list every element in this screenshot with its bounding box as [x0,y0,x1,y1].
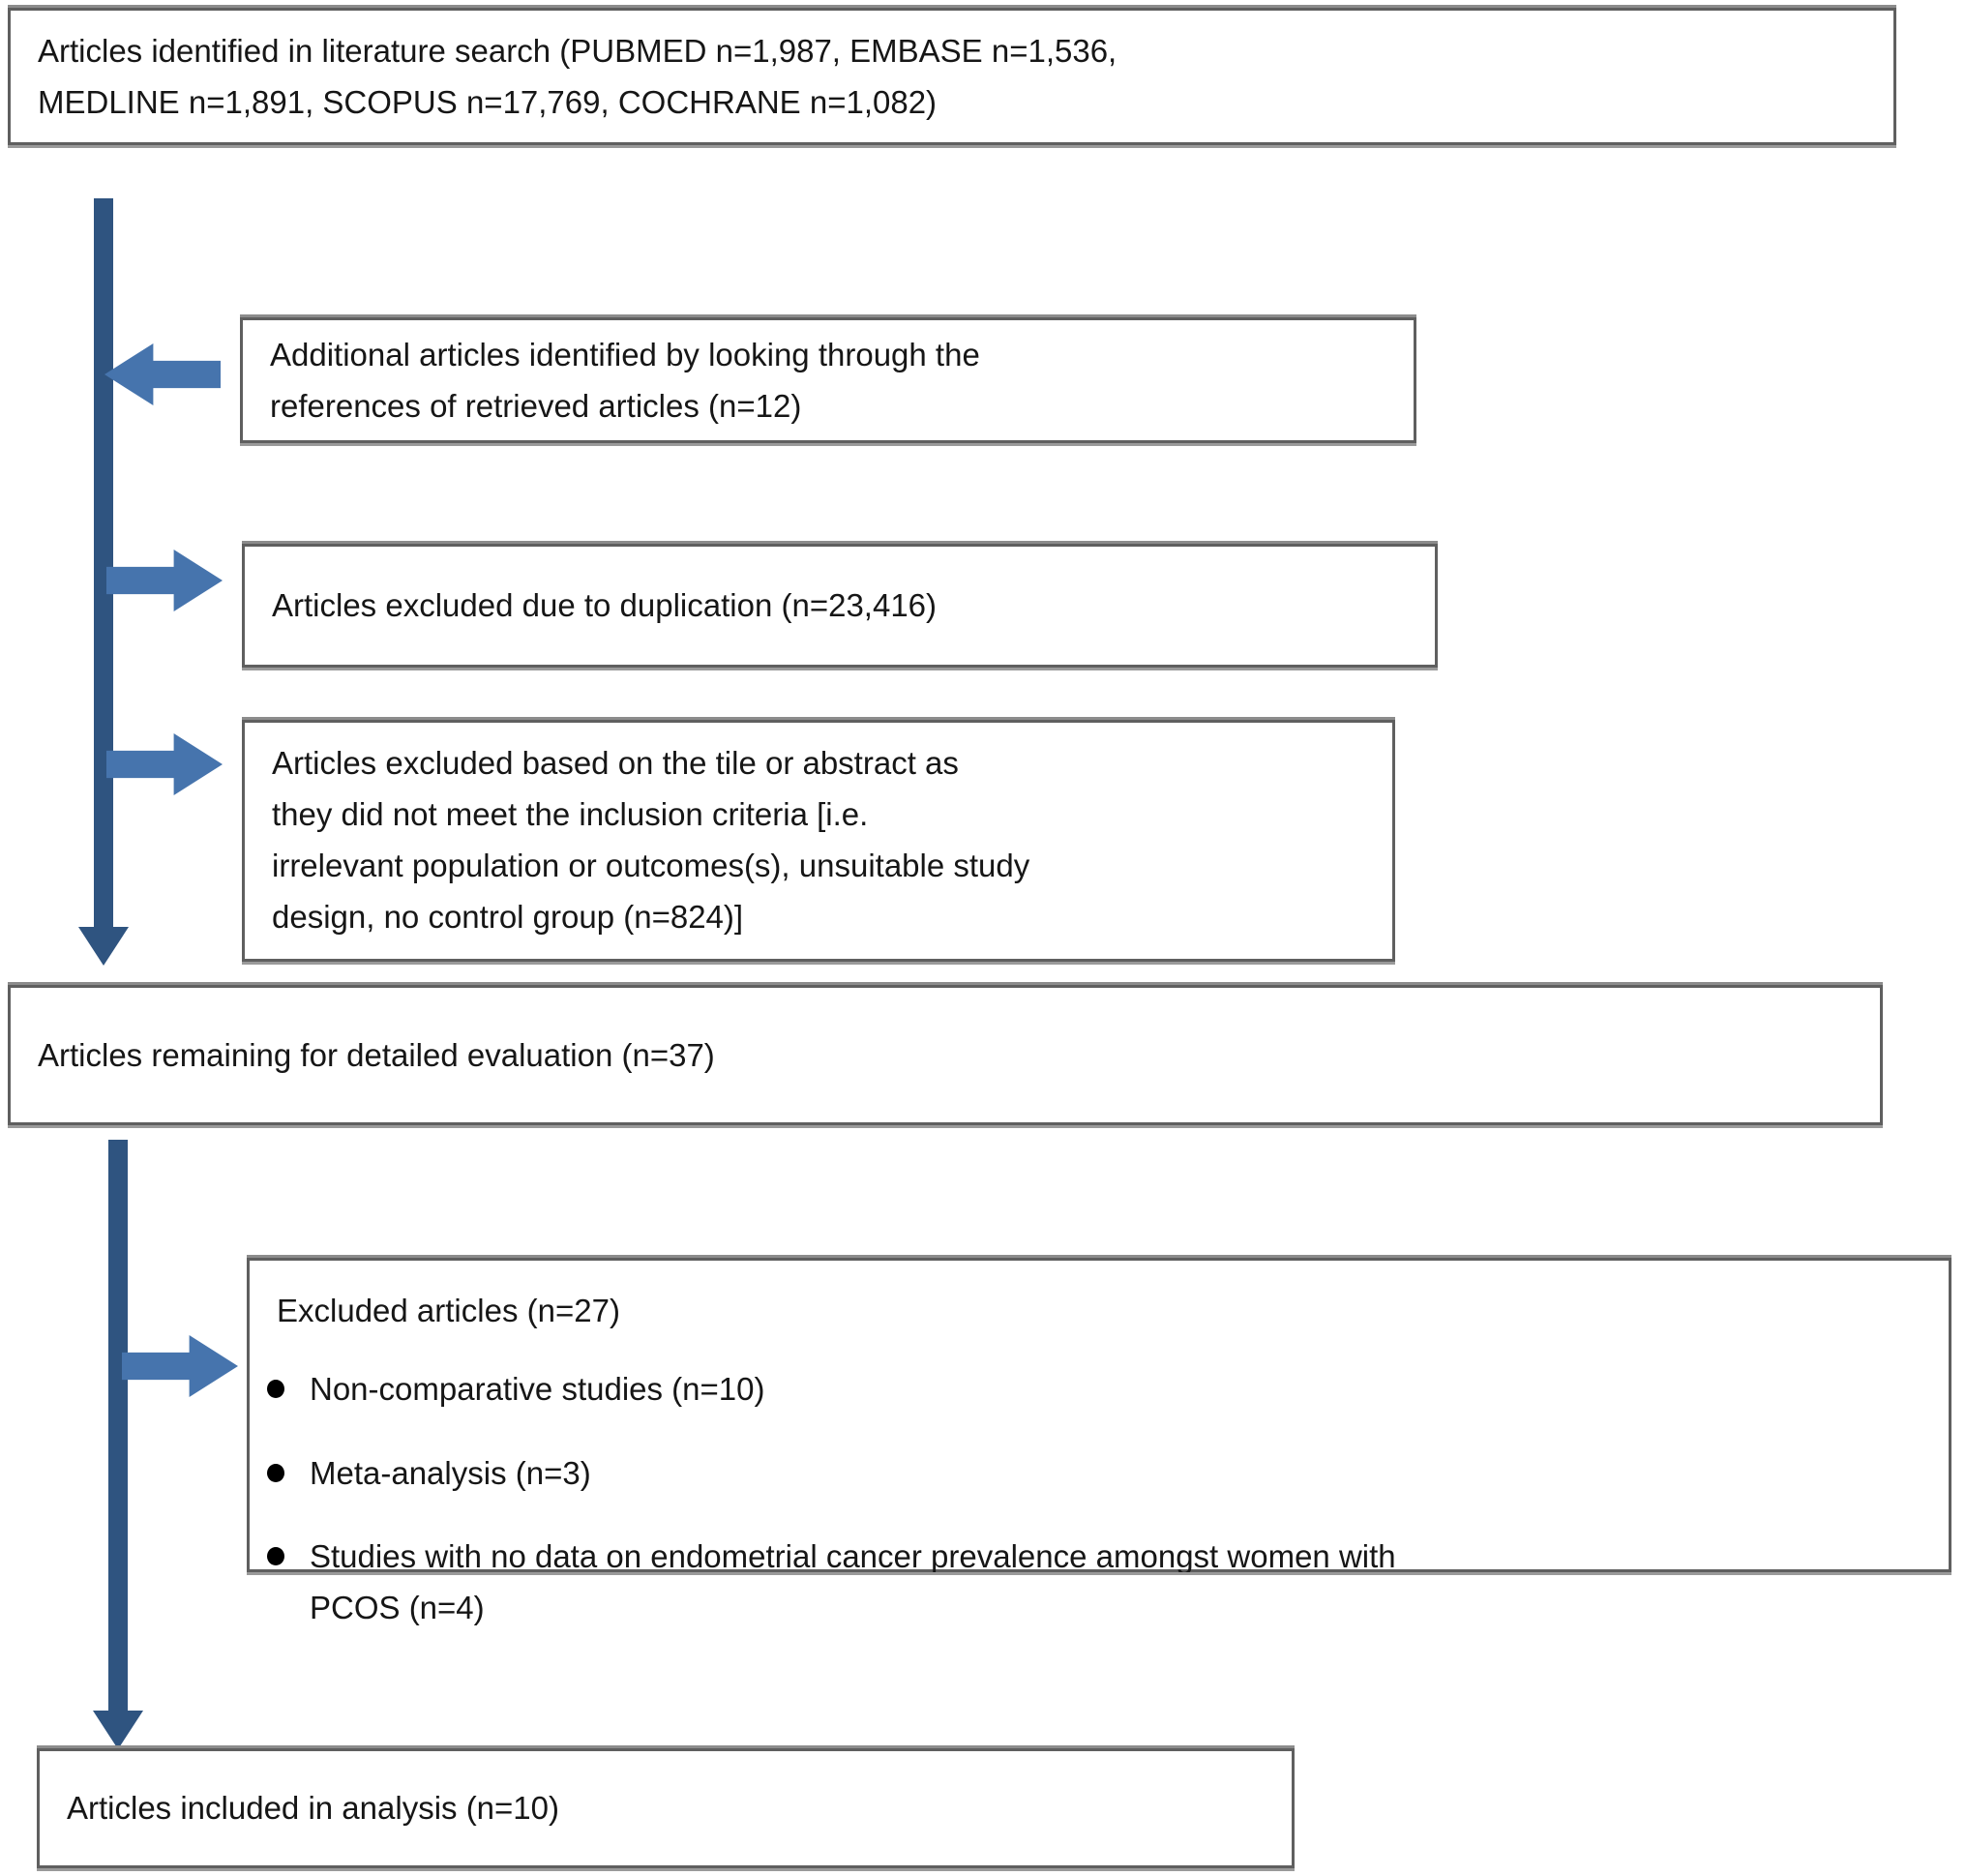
title-abstract-excluded-text: Articles excluded based on the tile or a… [272,745,1030,935]
main-flow-arrowhead-top [78,927,129,966]
duplicates-arrow [106,550,223,611]
list-item: Meta-analysis (n=3) [250,1448,1929,1500]
list-item-label: Non-comparative studies (n=10) [310,1370,765,1407]
list-item: Non-comparative studies (n=10) [250,1364,1929,1415]
additional-articles-box: Additional articles identified by lookin… [240,314,1416,446]
main-flow-line-bottom [108,1140,128,1730]
main-flow-arrowhead-bottom [93,1711,143,1749]
bullet-dot-icon [267,1379,284,1398]
excluded-articles-arrow [122,1335,238,1397]
additional-articles-text: Additional articles identified by lookin… [270,336,980,424]
bullet-dot-icon [267,1547,284,1566]
articles-remaining-text: Articles remaining for detailed evaluati… [38,1036,715,1073]
excluded-articles-box: Excluded articles (n=27) Non-comparative… [247,1255,1951,1625]
excluded-articles-list: Non-comparative studies (n=10) Meta-anal… [250,1364,1929,1634]
title-abstract-arrow [106,733,223,795]
articles-included-text: Articles included in analysis (n=10) [67,1790,560,1827]
title-abstract-excluded-box: Articles excluded based on the tile or a… [242,717,1395,965]
articles-included-box: Articles included in analysis (n=10) [37,1745,1295,1871]
articles-remaining-box: Articles remaining for detailed evaluati… [8,982,1883,1128]
bullet-dot-icon [267,1463,284,1482]
articles-identified-box: Articles identified in literature search… [8,5,1896,148]
list-item-label: Studies with no data on endometrial canc… [310,1538,1396,1626]
duplicates-excluded-box: Articles excluded due to duplication (n=… [242,541,1438,670]
excluded-articles-lead: Excluded articles (n=27) [277,1293,620,1328]
articles-identified-text: Articles identified in literature search… [38,32,1117,120]
additional-articles-arrow [104,343,221,405]
list-item-label: Meta-analysis (n=3) [310,1454,591,1491]
duplicates-excluded-text: Articles excluded due to duplication (n=… [272,587,938,624]
list-item: Studies with no data on endometrial canc… [250,1532,1929,1634]
